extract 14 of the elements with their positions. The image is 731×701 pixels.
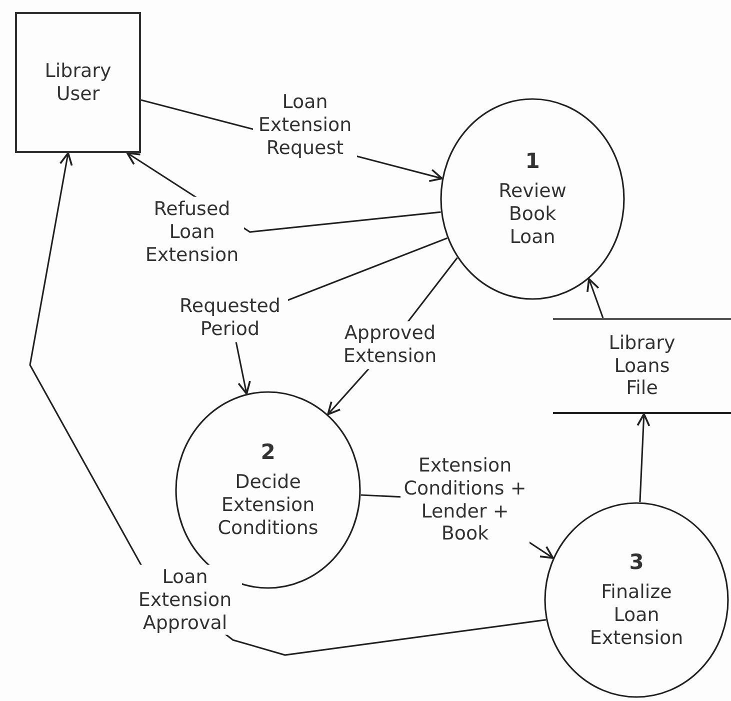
arrow	[586, 278, 604, 318]
process-number: 1	[525, 149, 540, 174]
process-number: 3	[629, 550, 644, 576]
node-label: Review Book Loan	[498, 180, 568, 249]
data-store	[553, 318, 731, 414]
process-number: 2	[260, 440, 276, 466]
arrow	[636, 413, 650, 502]
node-label: Library Loans File	[608, 332, 676, 400]
process-circle	[544, 502, 729, 698]
node-label: Library User	[44, 60, 112, 106]
node-label: Finalize Loan Extension	[588, 581, 684, 650]
external-entity-box	[15, 12, 141, 153]
node-label: Decide Extension Conditions	[216, 471, 320, 540]
process-circle	[440, 98, 625, 300]
